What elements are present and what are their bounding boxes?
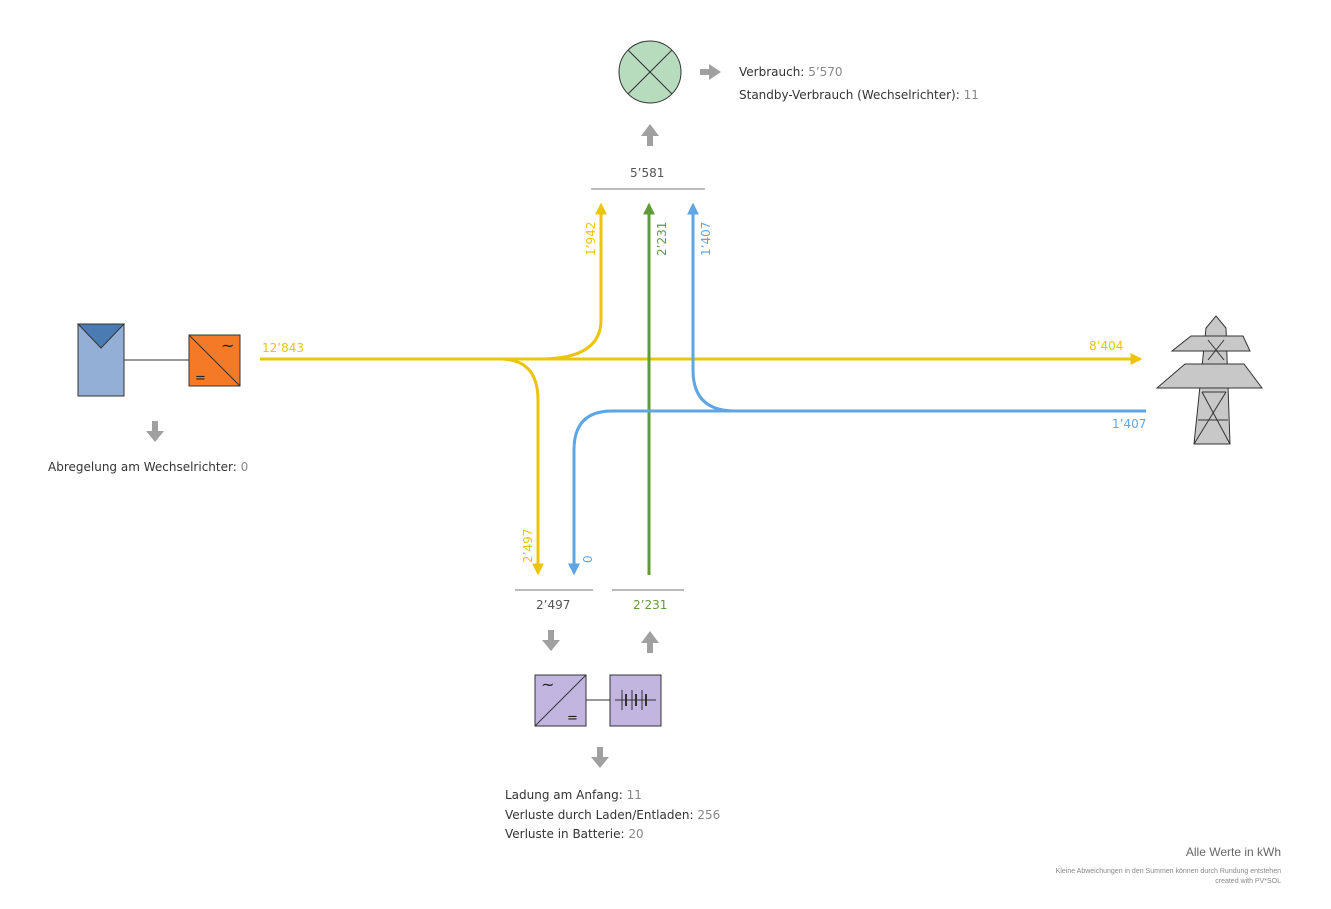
pv-inverter-icon: ~ = <box>188 334 241 387</box>
battery-losses-line: Verluste in Batterie: 20 <box>505 826 644 842</box>
flow-pv-to-consumer-value: 1’942 <box>584 221 598 256</box>
battery-inverter-icon: ~ = <box>534 674 587 727</box>
credit-note: created with PV*SOL <box>1215 878 1281 885</box>
flow-pv-to-consumer <box>539 202 607 361</box>
battery-discharge-total-value: 2’231 <box>633 598 668 612</box>
battery-charge-total-value: 2’497 <box>536 598 571 612</box>
grey-arrow-down-icon <box>542 630 560 651</box>
battery-losses-value: 20 <box>628 827 644 841</box>
svg-text:=: = <box>195 371 206 386</box>
units-note: Alle Werte in kWh <box>1185 845 1281 859</box>
grey-arrow-up-icon <box>641 124 659 146</box>
battery-icon <box>609 674 662 727</box>
consumption-value: 5’570 <box>808 65 843 79</box>
charge-discharge-losses-label: Verluste durch Laden/Entladen: <box>505 808 694 822</box>
inverter-curtailment-label: Abregelung am Wechselrichter: <box>48 460 237 474</box>
standby-consumption-value: 11 <box>963 88 979 102</box>
grey-arrow-right-icon <box>700 64 721 80</box>
consumer-total-value: 5’581 <box>630 166 665 180</box>
standby-consumption-line: Standby-Verbrauch (Wechselrichter): 11 <box>739 87 979 103</box>
consumption-line: Verbrauch: 5’570 <box>739 64 843 80</box>
flow-grid-to-battery <box>568 409 735 576</box>
grid-import-value: 1’407 <box>1112 417 1147 431</box>
svg-text:~: ~ <box>541 675 554 694</box>
consumption-label: Verbrauch: <box>739 65 805 79</box>
pv-module-icon <box>76 323 126 397</box>
flow-grid-to-battery-value: 0 <box>581 555 595 563</box>
grid-pylon-icon <box>1155 315 1263 445</box>
grey-arrow-down-icon <box>146 421 164 442</box>
pv-input-value: 12’843 <box>262 341 304 355</box>
charge-discharge-losses-line: Verluste durch Laden/Entladen: 256 <box>505 807 720 823</box>
battery-initial-charge-value: 11 <box>626 788 642 802</box>
consumer-lamp-icon <box>618 40 682 104</box>
flow-grid-to-consumer <box>687 202 1146 413</box>
flow-pv-to-battery-value: 2’497 <box>521 528 535 563</box>
footer-notes: Kleine Abweichungen in den Summen können… <box>1056 867 1281 887</box>
svg-text:~: ~ <box>221 336 234 355</box>
inverter-curtailment-line: Abregelung am Wechselrichter: 0 <box>48 459 248 475</box>
flow-battery-to-consumer-value: 2’231 <box>655 221 669 256</box>
rounding-note: Kleine Abweichungen in den Summen können… <box>1055 868 1281 875</box>
battery-initial-charge-line: Ladung am Anfang: 11 <box>505 787 642 803</box>
flow-grid-to-consumer-value: 1’407 <box>699 221 713 256</box>
inverter-curtailment-value: 0 <box>240 460 249 474</box>
svg-text:=: = <box>567 711 578 726</box>
battery-losses-label: Verluste in Batterie: <box>505 827 625 841</box>
grid-export-value: 8’404 <box>1089 339 1124 353</box>
grey-arrow-down-icon <box>591 747 609 768</box>
standby-consumption-label: Standby-Verbrauch (Wechselrichter): <box>739 88 960 102</box>
charge-discharge-losses-value: 256 <box>697 808 721 822</box>
grey-arrow-up-icon <box>641 631 659 653</box>
flow-pv-to-battery <box>499 357 544 576</box>
battery-initial-charge-label: Ladung am Anfang: <box>505 788 623 802</box>
